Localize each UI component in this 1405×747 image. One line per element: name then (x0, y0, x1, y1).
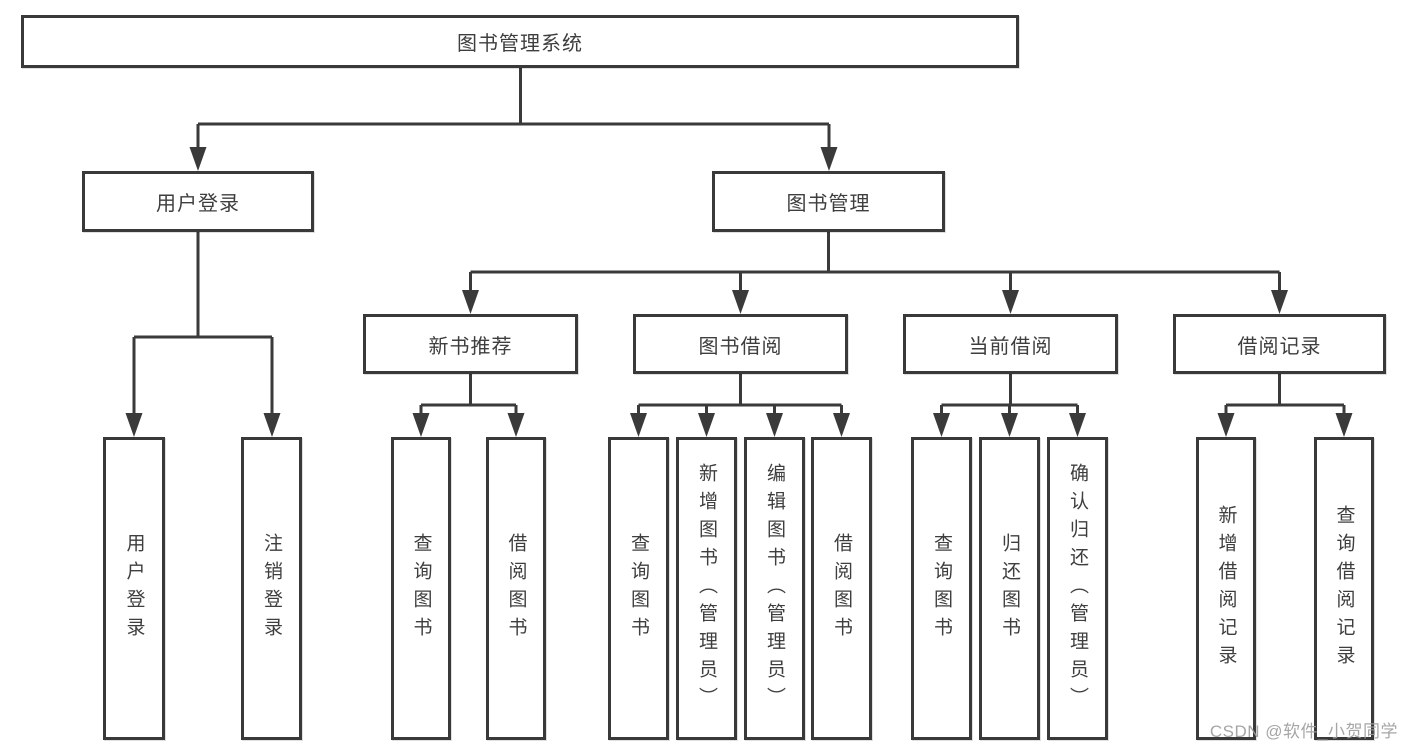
node-label: 新书推荐 (428, 335, 513, 358)
node-borrow-record: 借阅记录 (1173, 314, 1386, 374)
node-label: 归还图书 (999, 532, 1020, 645)
leaf-add-borrow-record: 新增借阅记录 (1196, 437, 1256, 740)
node-label: 图书借阅 (698, 335, 783, 358)
leaf-query-books-current: 查询图书 (911, 437, 972, 740)
node-label: 借阅图书 (831, 532, 852, 645)
node-current-borrow: 当前借阅 (903, 314, 1118, 374)
leaf-user-login: 用户登录 (103, 437, 165, 740)
leaf-logout: 注销登录 (241, 437, 302, 740)
node-book-borrow: 图书借阅 (633, 314, 848, 374)
node-label: 借阅记录 (1237, 335, 1322, 358)
node-label: 查询图书 (628, 532, 649, 645)
node-new-book-rec: 新书推荐 (363, 314, 578, 374)
watermark: CSDN @软件_小贺同学 (1209, 722, 1398, 741)
node-label: 新增借阅记录 (1215, 504, 1237, 673)
node-label: 查询图书 (931, 532, 952, 645)
node-label: 用户登录 (156, 193, 240, 215)
node-label: 新增图书（管理员） (696, 462, 717, 715)
leaf-add-book-admin: 新增图书（管理员） (676, 437, 737, 740)
node-label: 图书管理系统 (457, 33, 583, 55)
leaf-borrow-books: 借阅图书 (811, 437, 872, 740)
node-label: 借阅图书 (505, 532, 527, 645)
leaf-edit-book-admin: 编辑图书（管理员） (744, 437, 805, 740)
node-root: 图书管理系统 (21, 15, 1019, 68)
node-label: 注销登录 (261, 532, 282, 645)
node-label: 当前借阅 (968, 335, 1053, 358)
node-user-login: 用户登录 (82, 171, 314, 232)
leaf-return-book: 归还图书 (979, 437, 1040, 740)
node-label: 用户登录 (123, 532, 145, 645)
leaf-query-books-rec: 查询图书 (391, 437, 451, 740)
node-book-mgmt: 图书管理 (712, 171, 945, 232)
leaf-query-borrow-record: 查询借阅记录 (1314, 437, 1374, 740)
leaf-borrow-books-rec: 借阅图书 (486, 437, 546, 740)
leaf-confirm-return-admin: 确认归还（管理员） (1047, 437, 1108, 740)
node-label: 图书管理 (786, 193, 871, 215)
node-label: 编辑图书（管理员） (764, 462, 785, 715)
node-label: 查询借阅记录 (1333, 504, 1355, 673)
leaf-query-books-borrow: 查询图书 (608, 437, 669, 740)
node-label: 确认归还（管理员） (1067, 462, 1088, 715)
node-label: 查询图书 (410, 532, 432, 645)
